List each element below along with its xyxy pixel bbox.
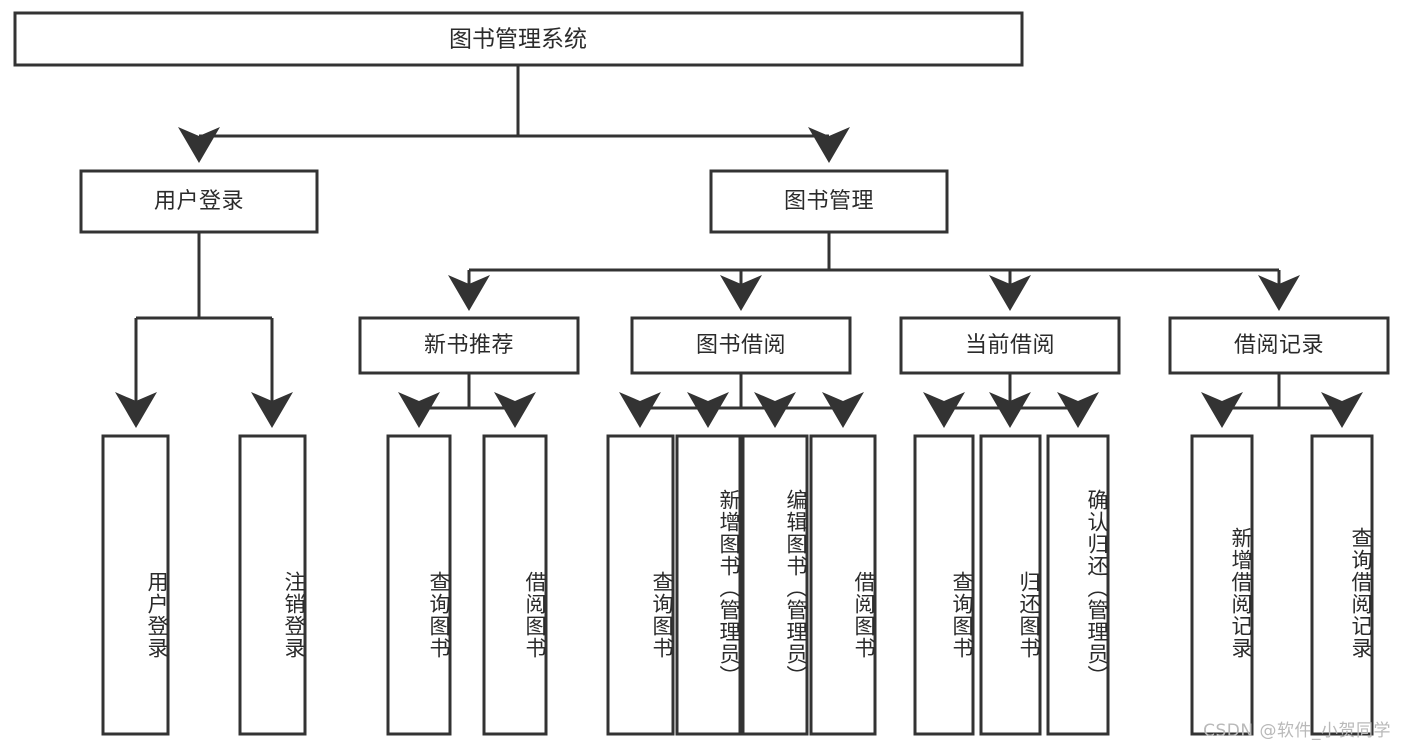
node-new-books-label: 新书推荐	[424, 333, 514, 358]
node-book-mgmt[interactable]: 图书管理	[709, 169, 949, 234]
leaf-box-query-book-2[interactable]	[606, 434, 675, 736]
leaf-box-query-book-1[interactable]	[386, 434, 452, 736]
node-borrow-records-label: 借阅记录	[1234, 333, 1324, 358]
leaf-box-query-book-3[interactable]	[913, 434, 975, 736]
node-borrow-records-box[interactable]	[1168, 316, 1390, 375]
node-borrow-records[interactable]: 借阅记录	[1168, 316, 1390, 375]
node-current-borrow-label: 当前借阅	[965, 333, 1055, 358]
leaf-box-borrow-book-1[interactable]	[482, 434, 548, 736]
node-root-label: 图书管理系统	[449, 27, 587, 53]
node-borrow[interactable]: 图书借阅	[630, 316, 852, 375]
leaf-box-add-record[interactable]	[1190, 434, 1254, 736]
leaf-box-logout[interactable]	[238, 434, 307, 736]
leaf-box-add-book[interactable]	[675, 434, 742, 736]
node-root-box[interactable]	[13, 11, 1024, 67]
connector-group-records	[1201, 373, 1363, 428]
node-new-books-box[interactable]	[358, 316, 580, 375]
node-book-mgmt-box[interactable]	[709, 169, 949, 234]
leaf-box-return-book[interactable]	[979, 434, 1042, 736]
leaf-box-user-login[interactable]	[101, 434, 170, 736]
node-user-login-label: 用户登录	[154, 189, 244, 214]
node-current-borrow-box[interactable]	[899, 316, 1121, 375]
connector-group-book-mgmt	[448, 232, 1300, 311]
node-borrow-box[interactable]	[630, 316, 852, 375]
leaf-box-confirm-return[interactable]	[1046, 434, 1110, 736]
node-new-books[interactable]: 新书推荐	[358, 316, 580, 375]
watermark-text: CSDN @软件_小贺同学	[1203, 721, 1391, 741]
connector-group-current	[923, 373, 1099, 428]
connector-group-root	[178, 65, 850, 163]
leaf-box-edit-book[interactable]	[741, 434, 809, 736]
leaf-box-query-record[interactable]	[1310, 434, 1374, 736]
node-borrow-label: 图书借阅	[696, 333, 786, 358]
node-user-login[interactable]: 用户登录	[79, 169, 319, 234]
node-root[interactable]: 图书管理系统	[13, 11, 1024, 67]
connector-group-borrow	[619, 373, 864, 428]
connector-group-user-login	[115, 232, 293, 428]
node-book-mgmt-label: 图书管理	[784, 189, 874, 214]
leaf-box-borrow-book-2[interactable]	[809, 434, 877, 736]
node-user-login-box[interactable]	[79, 169, 319, 234]
connector-group-new-books	[398, 373, 536, 428]
node-current-borrow[interactable]: 当前借阅	[899, 316, 1121, 375]
